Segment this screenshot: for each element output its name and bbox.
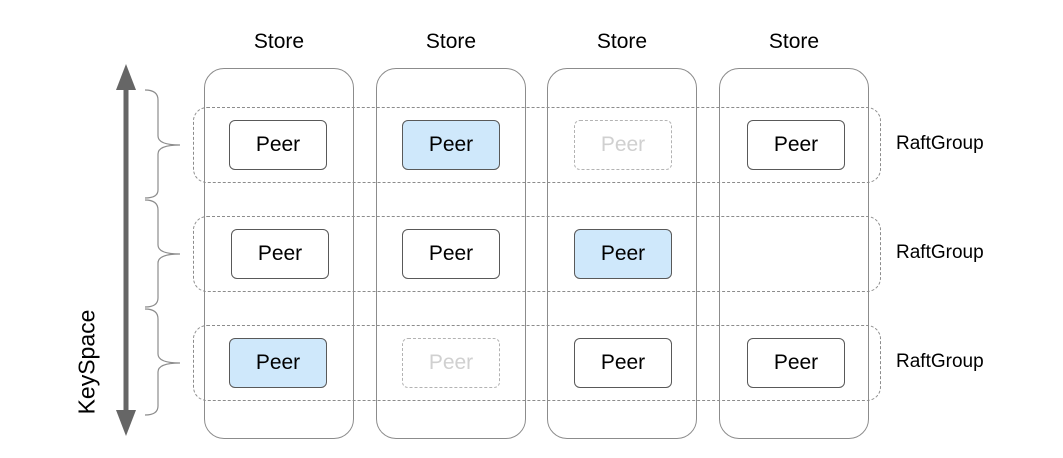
raft-group-label: RaftGroup [896,242,984,263]
range-brace-icon [144,89,181,199]
peer-node-leader: Peer [574,229,672,279]
store-title: Store [596,30,648,53]
raft-group-label: RaftGroup [896,351,984,372]
peer-node-leader: Peer [402,120,500,170]
raft-group-label: RaftGroup [896,133,984,154]
store-title: Store [425,30,477,53]
raft-group-row [193,216,881,292]
double-arrow-icon [116,64,136,436]
store-title: Store [768,30,820,53]
peer-node: Peer [747,120,845,170]
store-column [547,68,697,439]
peer-node: Peer [231,229,329,279]
store-column [204,68,354,439]
peer-node: Peer [402,229,500,279]
store-column [719,68,869,439]
peer-node-ghost: Peer [574,120,672,170]
range-brace-icon [144,308,181,416]
peer-node-ghost: Peer [402,338,500,388]
store-column [376,68,526,439]
keyspace-axis-label: KeySpace [73,309,100,415]
raft-group-row [193,325,881,401]
raft-group-row [193,107,881,183]
peer-node: Peer [574,338,672,388]
range-brace-icon [144,199,181,308]
store-title: Store [253,30,305,53]
peer-node-leader: Peer [229,338,327,388]
peer-node: Peer [747,338,845,388]
peer-node: Peer [229,120,327,170]
